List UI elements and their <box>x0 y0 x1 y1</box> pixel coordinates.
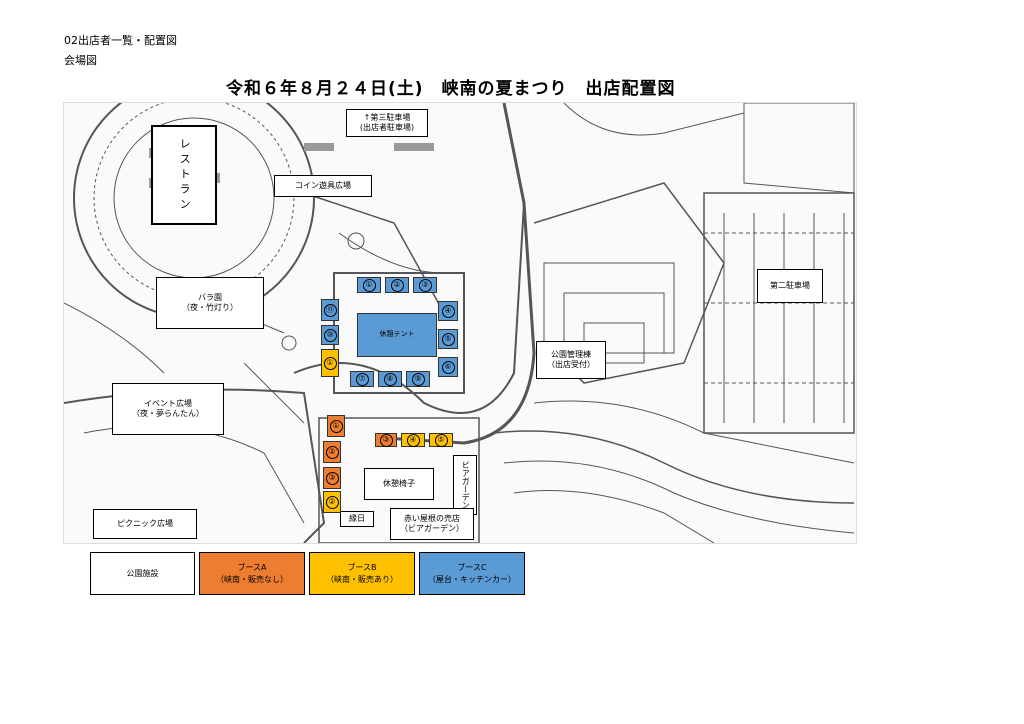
booth-b-1[interactable]: ① <box>321 349 339 377</box>
booth-c-10[interactable]: ⑩ <box>321 325 339 345</box>
map-background <box>64 103 855 543</box>
rest-chairs-label: 休憩椅子 <box>364 468 434 500</box>
booth-b-2[interactable]: ② <box>323 491 341 513</box>
booth-c-6[interactable]: ⑥ <box>438 357 458 377</box>
parking-2-label: 第二駐車場 <box>757 269 823 303</box>
booth-a-3[interactable]: ③ <box>323 467 341 489</box>
booth-c-9[interactable]: ⑨ <box>406 371 430 387</box>
coin-playground-label: コイン遊具広場 <box>274 175 372 197</box>
doc-code: 02出店者一覧・配置図 <box>64 34 177 47</box>
booth-b-5[interactable]: ⑤ <box>429 433 453 447</box>
park-office-label: 公園管理棟（出店受付） <box>536 341 606 379</box>
legend-facility: 公園施設 <box>90 552 195 595</box>
legend-booth-c: ブースC（屋台・キッチンカー） <box>419 552 525 595</box>
red-roof-shop-label: 赤い屋根の売店（ビアガーデン） <box>390 508 474 540</box>
parking-3-label: ↑第三駐車場(出店者駐車場) <box>346 109 428 137</box>
booth-c-11[interactable]: ⑪ <box>321 299 339 321</box>
legend-booth-a: ブースA（峡南・販売なし） <box>199 552 305 595</box>
booth-c-7[interactable]: ⑦ <box>350 371 374 387</box>
booth-b-4[interactable]: ④ <box>401 433 425 447</box>
event-plaza-label: イベント広場（夜・夢らんたん） <box>112 383 224 435</box>
booth-a-1[interactable]: ① <box>327 415 345 437</box>
booth-c-1[interactable]: ① <box>357 277 381 293</box>
booth-c-5[interactable]: ⑤ <box>438 329 458 349</box>
restaurant-label: レストラン <box>151 125 217 225</box>
booth-c-3[interactable]: ③ <box>413 277 437 293</box>
booth-a-2[interactable]: ② <box>323 441 341 463</box>
picnic-plaza-label: ピクニック広場 <box>93 509 197 539</box>
rose-garden-label: バラ園（夜・竹灯り） <box>156 277 264 329</box>
booth-a-row-3[interactable]: ③ <box>375 433 397 447</box>
beer-garden-label: ビアガーデン <box>453 455 477 515</box>
booth-c-2[interactable]: ② <box>385 277 409 293</box>
page-title: 令和６年８月２４日(土) 峡南の夏まつり 出店配置図 <box>226 79 676 99</box>
booth-c-8[interactable]: ⑧ <box>378 371 402 387</box>
booth-c-4[interactable]: ④ <box>438 301 458 321</box>
doc-subtitle: 会場図 <box>64 54 97 67</box>
venue-map: ↑第三駐車場(出店者駐車場) レストラン コイン遊具広場 バラ園（夜・竹灯り） … <box>63 102 857 544</box>
rest-tent: 休憩テント <box>357 313 437 357</box>
legend-booth-b: ブースB（峡南・販売あり） <box>309 552 415 595</box>
ennichi-label: 縁日 <box>340 511 374 527</box>
